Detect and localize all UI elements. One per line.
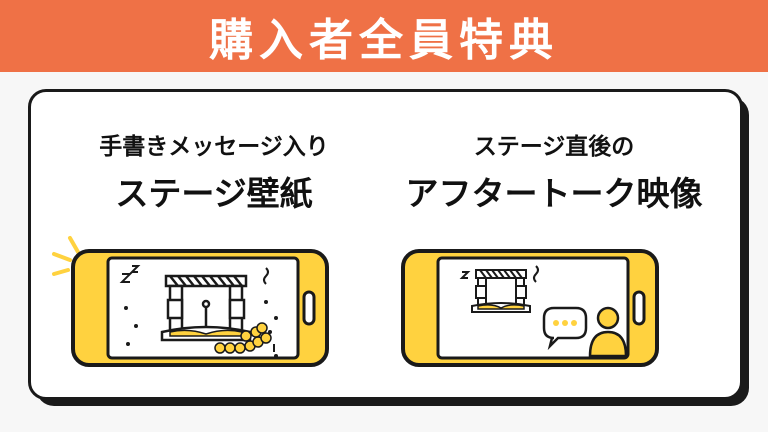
benefit-subtitle: 手書きメッセージ入り — [99, 134, 329, 160]
benefit-subtitle: ステージ直後の — [473, 134, 635, 160]
benefit-title: ステージ壁紙 — [115, 174, 313, 213]
benefit-aftertalk: ステージ直後の アフタートーク映像 — [389, 132, 719, 216]
sparkle-icon — [52, 236, 80, 276]
benefit-wallpaper: 手書きメッセージ入り ステージ壁紙 — [49, 132, 379, 216]
benefit-title: アフタートーク映像 — [405, 174, 703, 213]
phone-aftertalk-video-icon — [401, 249, 659, 367]
page-title: 購入者全員特典 — [209, 15, 559, 66]
header-banner: 購入者全員特典 — [0, 0, 768, 72]
phone-stage-wallpaper-icon — [71, 249, 329, 367]
